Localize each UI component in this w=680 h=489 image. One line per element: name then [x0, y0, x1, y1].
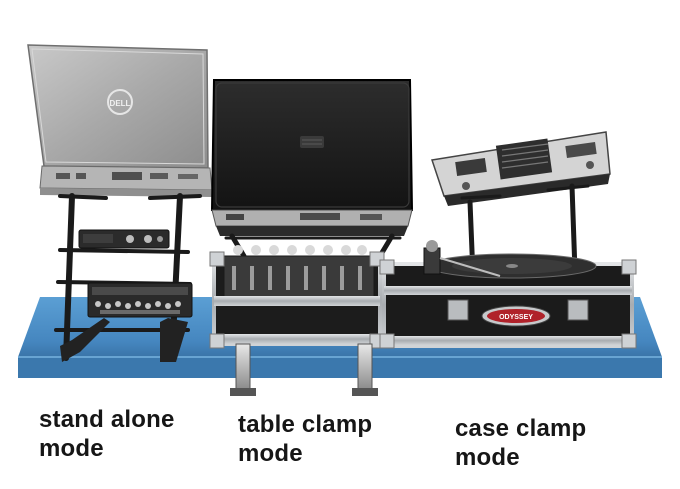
caption-table-clamp-mode: table clamp mode — [238, 410, 372, 468]
caption-line: mode — [238, 440, 303, 467]
silver-laptop: DELL — [27, 44, 213, 197]
caption-line: stand alone — [39, 406, 175, 433]
black-laptop — [210, 79, 414, 236]
svg-text:ODYSSEY: ODYSSEY — [499, 314, 533, 321]
caption-line: table clamp — [238, 411, 373, 438]
dell-logo: DELL — [107, 89, 133, 115]
caption-stand-alone-mode: stand alone mode — [39, 405, 175, 463]
caption-line: mode — [455, 444, 520, 471]
cd-player — [431, 131, 611, 206]
caption-case-clamp-mode: case clamp mode — [455, 414, 586, 472]
caption-line: case clamp — [455, 415, 587, 442]
svg-text:DELL: DELL — [110, 99, 131, 108]
case-clamp-unit: ODYSSEY — [379, 131, 637, 349]
turntable-road-case: ODYSSEY — [379, 240, 637, 349]
mixer-road-case — [209, 245, 385, 349]
table-clamps — [230, 343, 378, 396]
odyssey-logo: ODYSSEY — [481, 305, 551, 327]
mixer-knobs — [233, 245, 367, 255]
effects-unit — [87, 282, 193, 318]
stand-alone-unit: DELL — [27, 44, 213, 362]
caption-line: mode — [39, 435, 104, 462]
table-clamp-unit — [209, 79, 414, 396]
audio-interface — [78, 229, 170, 249]
